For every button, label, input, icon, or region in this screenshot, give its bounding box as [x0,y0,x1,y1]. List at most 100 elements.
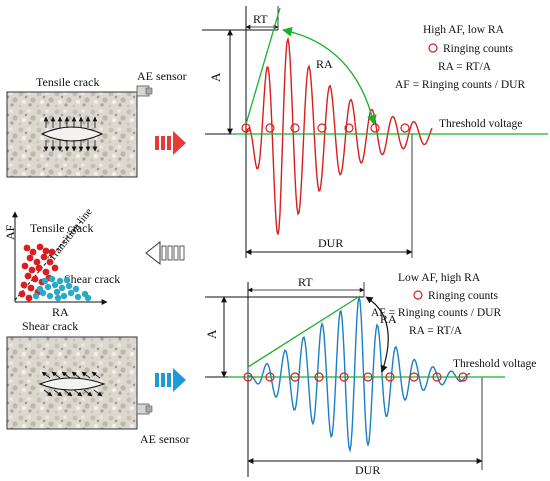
top-ra-arrow [282,27,377,125]
shear-arrow [63,389,73,397]
shear-point [54,294,62,302]
ae-sensor-icon-bottom [136,403,153,415]
af-ra-scatter: AF RA Transition line Tensile crack Shea… [3,206,120,319]
bottom-waveform-curve [247,297,471,453]
tensile-point [42,268,50,276]
ringing-count-marker [385,372,395,382]
shear-specimen: Shear crack AE sensor [6,319,190,446]
bottom-legend-marker [413,290,423,300]
tensile-point [46,258,54,266]
ringing-count-marker [265,123,275,133]
top-a-label: A [208,72,223,82]
tensile-sensor-label: AE sensor [137,69,187,83]
shear-title: Shear crack [22,319,78,333]
top-waveform-panel: A RT DUR RA High AF, low RA Ringing coun… [202,6,548,258]
tensile-crack-icon [40,116,104,152]
ringing-count-marker [317,123,327,133]
bottom-rt-label: RT [298,275,313,289]
shear-arrow [51,371,61,379]
shear-point [48,275,56,283]
tensile-point [51,264,59,272]
shear-sensor-label: AE sensor [140,432,190,446]
shear-arrow [81,371,91,379]
shear-point [41,277,49,285]
shear-point [32,292,40,300]
ringing-count-marker [290,123,300,133]
bottom-waveform-panel: A RT DUR RA Low AF, high RA Ringing coun… [204,272,536,477]
shear-point [51,281,59,289]
top-eq2: AF = Ringing counts / DUR [395,79,525,91]
af-axis-label: AF [3,224,17,240]
bottom-eq2: RA = RT/A [409,325,463,337]
top-legend-title: High AF, low RA [423,24,505,36]
bottom-eq1: AF = Ringing counts / DUR [371,307,501,319]
ringing-count-marker [432,372,442,382]
top-ringing-markers [241,123,410,133]
scatter-shear-label: Shear crack [64,272,120,286]
tensile-point [48,248,56,256]
bottom-dur-label: DUR [355,463,380,477]
ra-axis-label: RA [52,305,69,319]
ringing-count-marker [458,372,468,382]
tensile-point [24,272,32,280]
blue-arrow-icon [155,368,186,392]
ringing-count-marker [400,123,410,133]
scatter-tensile-label: Tensile crack [30,221,93,235]
shear-points [32,275,92,302]
tensile-specimen: Tensile crack AE sensor [6,69,187,178]
bottom-ringing-markers [243,372,468,382]
ringing-count-marker [339,372,349,382]
shear-point [56,277,64,285]
tensile-point [26,254,34,262]
tensile-point [35,264,43,272]
bottom-rise-line [247,295,361,368]
shear-point [58,284,66,292]
tensile-point [25,294,33,302]
shear-point [36,285,44,293]
top-waveform-curve [245,36,433,235]
shear-arrow [73,389,83,397]
tensile-point [28,266,36,274]
tensile-title: Tensile crack [36,75,99,89]
shear-arrow [61,371,71,379]
tensile-point [42,247,50,255]
top-dur-label: DUR [318,236,343,250]
bottom-ra-arrow [365,296,389,373]
shear-arrow [91,371,101,379]
shear-arrow [41,371,51,379]
shear-point [84,294,92,302]
tensile-point [27,284,35,292]
top-rise-line [245,7,281,125]
shear-point [65,282,73,290]
top-legend-marker [428,43,438,53]
hollow-arrow-icon [145,240,185,266]
shear-crack-icon [38,371,106,397]
tensile-point [23,244,31,252]
bottom-ra-label: RA [380,312,397,326]
ringing-count-marker [370,123,380,133]
shear-point [60,292,68,300]
ringing-count-marker [290,372,300,382]
tensile-point [33,258,41,266]
shear-arrow [93,389,103,397]
shear-arrow [53,389,63,397]
ringing-count-marker [241,123,251,133]
ringing-count-marker [363,372,373,382]
shear-point [63,276,71,284]
red-arrow-icon [155,131,186,155]
ringing-count-marker [409,372,419,382]
tensile-point [31,275,39,283]
top-rt-label: RT [253,12,268,26]
shear-point [67,289,75,297]
top-ra-label: RA [316,57,333,71]
shear-point [72,285,80,293]
tensile-point [18,290,26,298]
top-legend-counts: Ringing counts [443,43,513,55]
bottom-threshold-label: Threshold voltage [453,358,536,370]
top-eq1: RA = RT/A [438,61,492,73]
shear-arrow [71,371,81,379]
tensile-point [29,248,37,256]
ringing-count-marker [265,372,275,382]
ringing-count-marker [344,123,354,133]
